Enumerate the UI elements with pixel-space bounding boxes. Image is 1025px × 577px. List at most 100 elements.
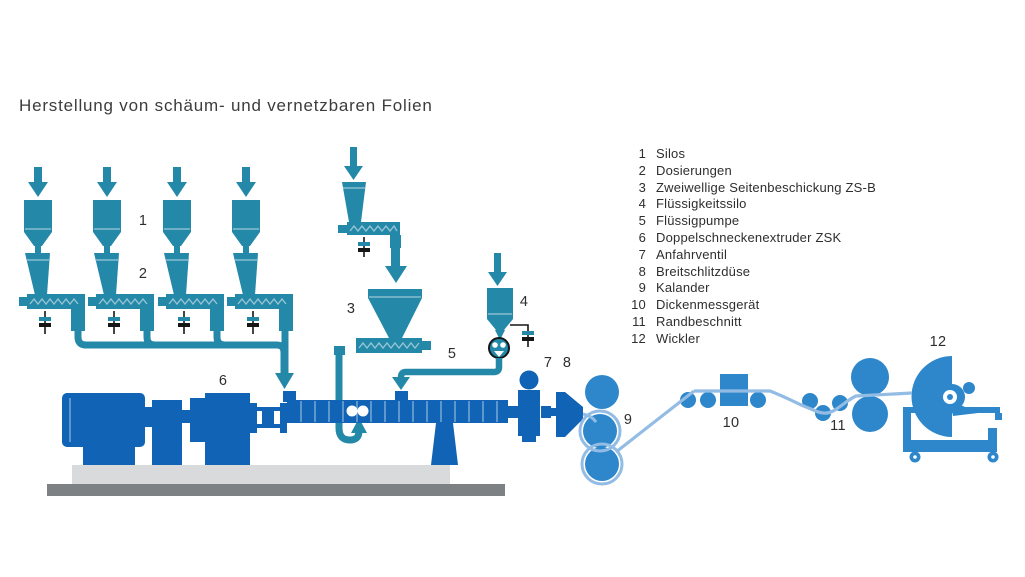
extruder-gearbox xyxy=(152,400,182,465)
legend-item-label: Doppelschneckenextruder ZSK xyxy=(656,229,842,245)
legend: 1 Silos 2 Dosierungen 3 Zweiwellige Seitenb… xyxy=(628,146,876,348)
barrel-inlet xyxy=(283,391,296,402)
legend-item: 11 Randbeschnitt xyxy=(628,314,876,331)
wound-film-roll xyxy=(911,356,952,437)
legend-item-number: 11 xyxy=(632,313,646,329)
side-feed-funnel xyxy=(368,289,422,298)
legend-item-label: Flüssigpumpe xyxy=(656,213,740,229)
barrel-support xyxy=(431,423,458,465)
film-web xyxy=(582,389,913,454)
machine-platform xyxy=(72,465,450,484)
legend-item-label: Wickler xyxy=(656,330,701,346)
legend-item-number: 8 xyxy=(638,263,646,279)
liquid-pipe xyxy=(397,358,503,378)
legend-item: 7 Anfahrventil xyxy=(628,247,876,264)
feed-arrow-icon xyxy=(494,253,501,274)
marker-10: 10 xyxy=(723,415,740,431)
feeder-unit-2 xyxy=(87,166,155,335)
calander-roll xyxy=(585,375,619,409)
flow-arrow-icon xyxy=(275,373,294,389)
valve-icon xyxy=(522,331,534,335)
legend-item: 1 Silos xyxy=(628,146,876,163)
marker-11: 11 xyxy=(830,418,846,434)
legend-item-number: 1 xyxy=(638,146,646,161)
feed-arrow-icon xyxy=(391,246,400,268)
legend-item-number: 9 xyxy=(638,280,646,296)
legend-item: 12 Wickler xyxy=(628,331,876,348)
twin-screw-extruder xyxy=(62,370,583,465)
marker-4: 4 xyxy=(520,294,528,310)
marker-8: 8 xyxy=(563,355,571,371)
extruder-motor xyxy=(62,393,145,447)
legend-item-label: Randbeschnitt xyxy=(656,313,742,329)
nip-roll xyxy=(851,358,889,396)
feeder-unit-4 xyxy=(226,166,294,335)
marker-3: 3 xyxy=(347,301,355,317)
feed-manifold-pipes xyxy=(74,330,294,389)
calander-roll xyxy=(583,414,617,448)
guide-roll xyxy=(680,392,696,408)
legend-item-number: 6 xyxy=(638,229,646,245)
side-feed-train xyxy=(334,147,431,444)
legend-item-number: 7 xyxy=(638,246,646,262)
downstream-line xyxy=(680,358,889,432)
slot-die xyxy=(556,392,583,437)
marker-12: 12 xyxy=(930,334,947,350)
marker-6: 6 xyxy=(219,373,227,389)
calander-roll xyxy=(585,447,619,481)
legend-item: 4 Flüssigkeitssilo xyxy=(628,196,876,213)
legend-item-label: Dosierungen xyxy=(656,162,732,178)
edge-trim-roll xyxy=(832,395,848,411)
page-title: Herstellung von schäum- und vernetzbaren… xyxy=(19,96,433,115)
startup-valve xyxy=(518,390,540,436)
barrel-segments xyxy=(300,401,498,422)
legend-item-number: 12 xyxy=(631,330,646,346)
diagram-markers: 1 2 3 4 5 6 7 8 9 10 11 12 xyxy=(139,213,947,434)
marker-9: 9 xyxy=(624,412,632,428)
nip-roll xyxy=(852,396,888,432)
legend-item-number: 4 xyxy=(638,196,646,212)
barrel-inlet xyxy=(395,391,408,402)
feed-arrow-icon xyxy=(488,272,507,286)
liquid-feed-train xyxy=(392,253,534,390)
startup-valve-head xyxy=(519,370,539,390)
legend-item-number: 2 xyxy=(638,162,646,178)
legend-item-label: Breitschlitzdüse xyxy=(656,263,751,279)
floor xyxy=(47,484,505,496)
legend-item: 8 Breitschlitzdüse xyxy=(628,264,876,281)
legend-item: 2 Dosierungen xyxy=(628,163,876,180)
flow-arrow-icon xyxy=(392,377,410,390)
guide-roll xyxy=(700,392,716,408)
valve-line xyxy=(510,324,529,347)
marker-2: 2 xyxy=(139,266,147,282)
guide-roll xyxy=(802,393,818,409)
feeder-unit-3 xyxy=(157,166,225,335)
calander xyxy=(578,375,624,486)
legend-item-label: Zweiwellige Seitenbeschickung ZS-B xyxy=(656,179,876,195)
winder xyxy=(903,356,1002,463)
legend-item-label: Anfahrventil xyxy=(656,246,728,262)
marker-1: 1 xyxy=(139,213,147,229)
coupling xyxy=(250,403,257,433)
screw-feeder xyxy=(347,222,400,235)
legend-item: 6 Doppelschneckenextruder ZSK xyxy=(628,230,876,247)
legend-item-number: 10 xyxy=(631,297,646,313)
marker-7: 7 xyxy=(544,355,552,371)
dosing-hopper xyxy=(342,182,366,222)
legend-item-number: 3 xyxy=(638,179,646,195)
extruder-barrel xyxy=(287,400,508,423)
legend-item-label: Flüssigkeitssilo xyxy=(656,196,747,212)
feed-arrow-icon xyxy=(385,266,407,283)
legend-item: 3 Zweiwellige Seitenbeschickung ZS-B xyxy=(628,180,876,197)
side-feed-pipe xyxy=(335,355,363,444)
flow-arrow-icon xyxy=(351,418,367,433)
twin-screw-icon xyxy=(357,405,369,417)
feed-arrow-icon xyxy=(350,147,357,168)
feed-arrow-icon xyxy=(344,166,363,180)
legend-item-label: Silos xyxy=(656,146,686,161)
